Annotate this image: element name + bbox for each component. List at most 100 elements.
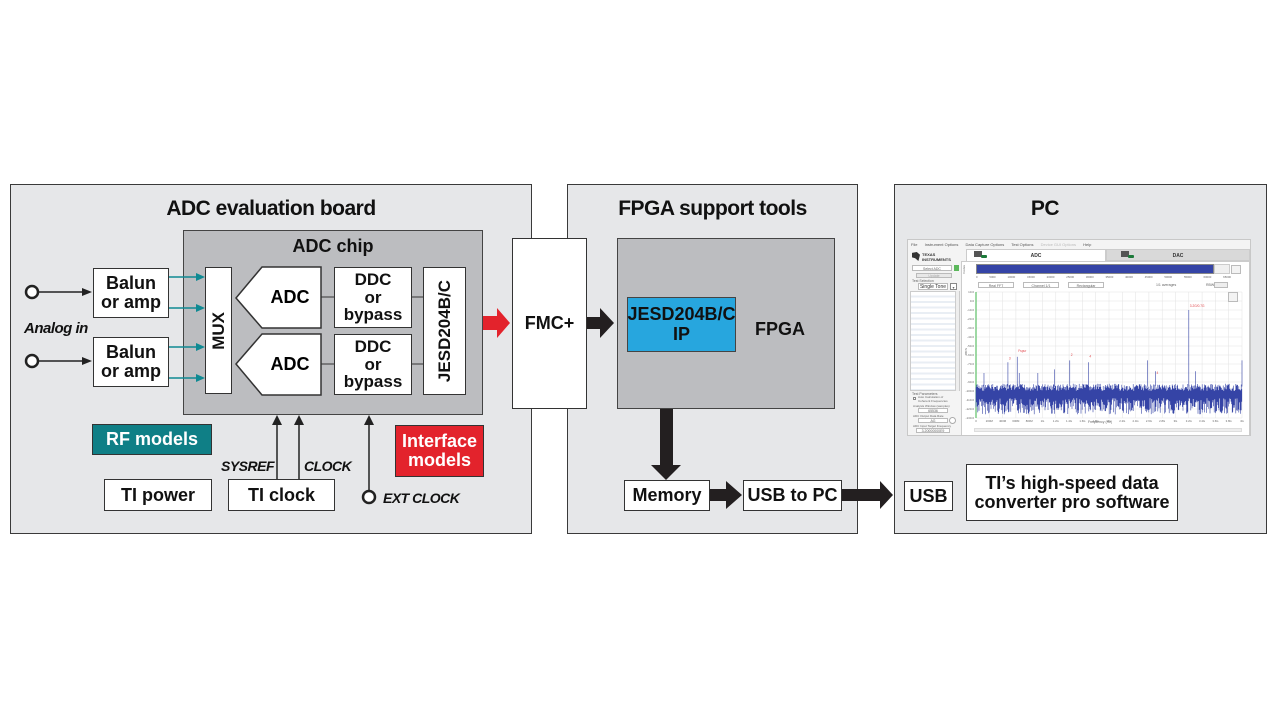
top-tick: 60000 [1203, 275, 1212, 279]
test-selection-value: Single Tone [919, 284, 947, 290]
window-value: Rectangular [1076, 284, 1096, 288]
x-tick-label: 2.2G [1119, 419, 1125, 423]
software-box: TI’s high-speed data converter pro softw… [966, 464, 1178, 521]
test-selection-label: Test Selection [912, 279, 934, 283]
auto-calc-label: Auto Calculation of Coherent Frequencies [918, 395, 948, 403]
memory-box: Memory [624, 480, 710, 511]
plot-xlabel: Frequency (Hz) [1088, 420, 1113, 424]
channel-dropdown[interactable]: Channel 1/1 [1023, 282, 1059, 288]
fmc-connector: FMC+ [512, 238, 587, 409]
select-adc-go-button[interactable] [954, 265, 959, 271]
menu-test-options[interactable]: Test Options [1011, 242, 1034, 247]
metrics-table [910, 291, 960, 391]
time-domain-bar [976, 264, 1214, 274]
top-tick: 5000 [989, 275, 996, 279]
balun-bottom: Balun or amp [93, 337, 169, 387]
ddc-bottom-line2: or [364, 354, 382, 374]
rbw-field[interactable] [1214, 282, 1228, 288]
fft-type-dropdown[interactable]: Real FFT [978, 282, 1014, 288]
sysref-label: SYSREF [221, 458, 275, 474]
ti-logo: TEXAS INSTRUMENTS [912, 251, 958, 263]
x-tick-label: 0 [975, 419, 977, 423]
y-tick-label: -20.0 [967, 317, 974, 321]
y-tick-label: -70.0 [967, 362, 974, 366]
ti-logo-text-2: INSTRUMENTS [922, 257, 951, 262]
interface-models-line1: Interface [401, 431, 478, 452]
y-tick-label: -30.0 [967, 326, 974, 330]
x-tick-label: 3G [1174, 419, 1178, 423]
adc-bottom-label: ADC [270, 354, 310, 374]
tab-dac-board-chip-icon [1128, 255, 1134, 258]
y-tick-label: -80.0 [967, 371, 974, 375]
fpga-tools-title: FPGA support tools [618, 197, 807, 220]
update-button[interactable]: Update [916, 273, 952, 278]
rf-models-label: RF models [105, 429, 198, 449]
tab-dac-label: DAC [1172, 253, 1184, 259]
menu-data-capture-options[interactable]: Data Capture Options [965, 242, 1005, 247]
ti-clock-label: TI clock [247, 484, 316, 505]
fpga-to-memory-arrow [651, 409, 681, 480]
test-selection-chevron-icon[interactable]: ▾ [950, 283, 957, 290]
usb-to-pc-label: USB to PC [747, 485, 838, 506]
x-tick-label: 1G [1041, 419, 1045, 423]
mux-block: MUX [205, 267, 232, 394]
interface-models-line2: models [407, 450, 472, 470]
x-tick-label: 2.4G [1133, 419, 1139, 423]
interface-models-badge: Interface models [395, 425, 484, 477]
y-tick-label: -120.0 [965, 407, 974, 411]
adc-output-data-rate-value: AG [930, 419, 936, 423]
bar-zoom-tools[interactable] [1231, 265, 1241, 274]
top-tick: 40000 [1125, 275, 1133, 279]
marker-label: 4 [1089, 355, 1091, 359]
auto-calc-checkbox[interactable] [913, 397, 916, 400]
y-tick-label: -10.0 [967, 308, 974, 312]
select-adc-label: Select ADC [923, 267, 941, 271]
y-tick-label: -50.0 [967, 344, 974, 348]
balun-bottom-line2: or amp [100, 361, 161, 381]
adc-input-target-freq-field[interactable]: 3.20000000E9 [916, 428, 950, 433]
menu-help[interactable]: Help [1083, 242, 1092, 247]
knob-icon[interactable] [949, 417, 956, 424]
ddc-top-line1: DDC [354, 269, 392, 289]
jesd-ip-line1: JESD204B/C [627, 303, 736, 324]
top-tick: 0 [976, 275, 978, 279]
test-selection-dropdown[interactable]: Single Tone [918, 283, 948, 290]
top-tick: 25000 [1066, 275, 1075, 279]
select-adc-field[interactable]: Select ADC [912, 265, 952, 271]
averages-label: 1/1 averages [1156, 283, 1177, 287]
jesd-ip-block: JESD204B/C IP [627, 297, 736, 352]
top-tick: 30000 [1085, 275, 1094, 279]
tab-dac[interactable]: DAC [1106, 249, 1250, 261]
spectrum-plot: 10.00.0-10.0-20.0-30.0-40.0-50.0-60.0-70… [965, 290, 1243, 423]
adc-output-data-rate-field[interactable]: AG [918, 418, 948, 423]
ti-power-label: TI power [120, 484, 195, 505]
top-tick: 50000 [1164, 275, 1173, 279]
x-tick-label: 200M [986, 419, 994, 423]
plot-scrollbar[interactable] [974, 428, 1242, 432]
menu-device-gui-options[interactable]: Device GUI Options [1040, 242, 1076, 247]
top-tick: 45000 [1144, 275, 1153, 279]
menu-instrument-options[interactable]: Instrument Options [924, 242, 959, 247]
y-tick-label: -90.0 [967, 380, 974, 384]
menu-bar: File Instrument Options Data Capture Opt… [911, 242, 1250, 249]
jesd-block: JESD204B/C [423, 267, 466, 395]
y-tick-label: 10.0 [968, 290, 974, 294]
y-tick-label: -60.0 [967, 353, 974, 357]
y-tick-label: 0.0 [970, 299, 975, 303]
tab-adc-label: ADC [1030, 253, 1042, 259]
x-tick-label: 3.6G [1212, 419, 1218, 423]
metrics-table-scrollbar[interactable] [955, 291, 959, 391]
analysis-window-dropdown[interactable]: 65536 [918, 408, 948, 413]
ddc-top-line2: or [364, 287, 382, 307]
ddc-bottom: DDC or bypass [334, 334, 412, 395]
menu-file[interactable]: File [911, 242, 918, 247]
adc-board-title: ADC evaluation board [166, 197, 376, 220]
window-dropdown[interactable]: Rectangular [1068, 282, 1104, 288]
rf-models-badge: RF models [92, 424, 212, 455]
plot-zoom-tools[interactable] [1228, 292, 1238, 302]
tab-adc[interactable]: ADC [966, 249, 1106, 261]
x-tick-label: 3.2G [1186, 419, 1192, 423]
top-tick: 10000 [1007, 275, 1016, 279]
y-tick-label: -100.0 [965, 389, 974, 393]
